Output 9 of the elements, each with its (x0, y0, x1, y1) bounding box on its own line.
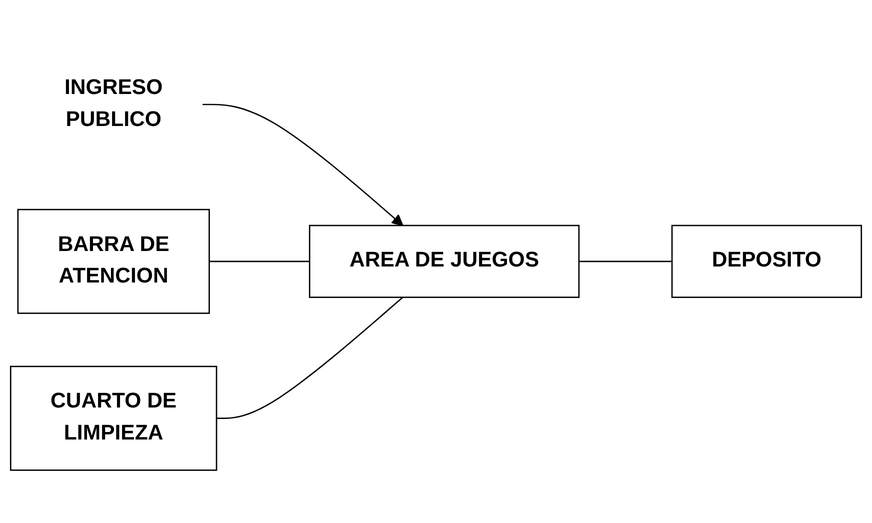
node-box: DEPOSITO (671, 224, 862, 298)
arrow (202, 104, 404, 226)
node-box: BARRA DE ATENCION (17, 208, 210, 314)
node-box: AREA DE JUEGOS (308, 224, 580, 298)
connector (209, 260, 310, 262)
node-text: INGRESO PUBLICO (64, 76, 163, 132)
node-box: CUARTO DE LIMPIEZA (10, 366, 218, 471)
connector (216, 296, 404, 420)
connector (578, 260, 672, 262)
